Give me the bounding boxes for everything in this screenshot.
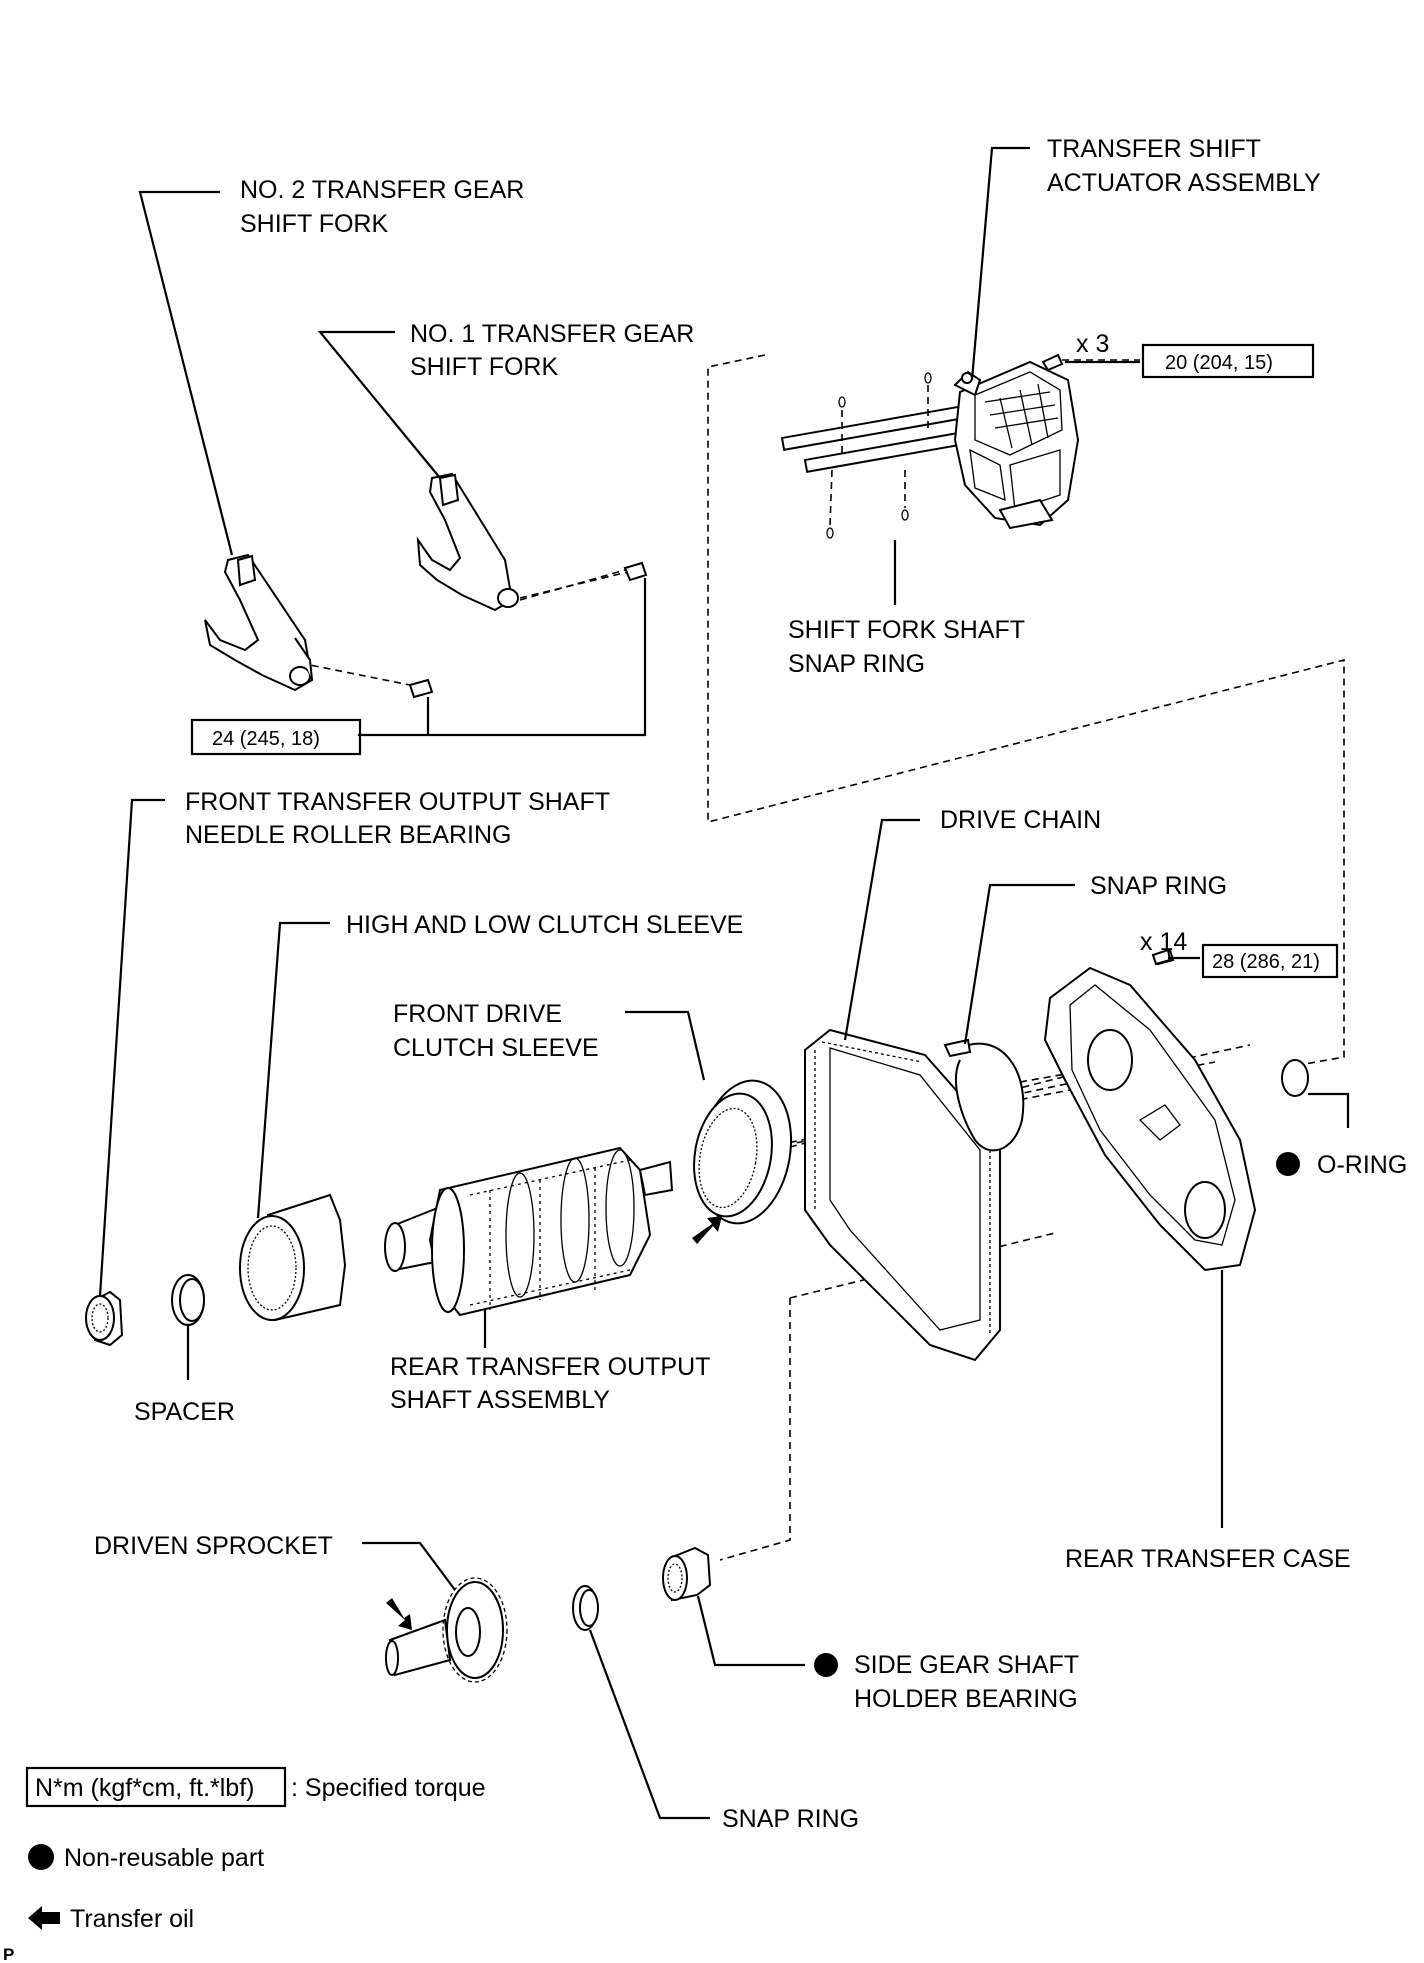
rear-transfer-case-part	[1043, 948, 1257, 1272]
side-gear-shaft-holder-bearing-part	[662, 1546, 712, 1602]
legend-non-reusable-icon	[28, 1844, 54, 1870]
legend-transfer-oil-icon	[28, 1906, 60, 1930]
label-no1-fork-2: SHIFT FORK	[410, 353, 558, 381]
label-front-drive-sleeve-1: FRONT DRIVE	[393, 1000, 562, 1028]
no1-transfer-gear-shift-fork	[416, 472, 519, 612]
label-shift-fork-snap-ring-2: SNAP RING	[788, 650, 925, 678]
label-shift-fork-snap-ring-1: SHIFT FORK SHAFT	[788, 616, 1025, 644]
label-high-low-sleeve: HIGH AND LOW CLUTCH SLEEVE	[346, 911, 743, 939]
label-transfer-shift-actuator-2: ACTUATOR ASSEMBLY	[1047, 169, 1321, 197]
label-rear-output-shaft-2: SHAFT ASSEMBLY	[390, 1386, 610, 1414]
spacer-part	[171, 1274, 205, 1326]
label-no1-fork-1: NO. 1 TRANSFER GEAR	[410, 320, 694, 348]
snap-ring-bottom-part	[572, 1585, 599, 1631]
front-output-needle-bearing-part	[85, 1290, 124, 1347]
label-rear-transfer-case: REAR TRANSFER CASE	[1065, 1545, 1351, 1573]
snap-ring-top-part	[943, 1038, 1025, 1152]
legend-transfer-oil-text: Transfer oil	[70, 1905, 194, 1933]
label-snap-ring-bottom: SNAP RING	[722, 1805, 859, 1833]
label-transfer-shift-actuator-1: TRANSFER SHIFT	[1047, 135, 1261, 163]
torque-specs: x 3 20 (204, 15) 24 (245, 18) x 14 28 (2…	[190, 330, 1339, 979]
high-and-low-clutch-sleeve-part	[239, 1193, 347, 1322]
legend-non-reusable-text: Non-reusable part	[64, 1844, 264, 1872]
label-no2-fork-1: NO. 2 TRANSFER GEAR	[240, 176, 524, 204]
label-spacer: SPACER	[134, 1398, 235, 1426]
drive-chain	[804, 1028, 1001, 1362]
legend-torque-desc: : Specified torque	[291, 1774, 486, 1802]
label-rear-output-shaft-1: REAR TRANSFER OUTPUT	[390, 1353, 710, 1381]
front-drive-clutch-sleeve-part	[692, 1079, 793, 1244]
label-front-output-bearing-2: NEEDLE ROLLER BEARING	[185, 821, 512, 849]
fork-bolts	[358, 561, 648, 737]
legend: N*m (kgf*cm, ft.*lbf) : Specified torque…	[3, 1766, 486, 1963]
label-driven-sprocket: DRIVEN SPROCKET	[94, 1532, 333, 1560]
legend-torque-box-text: N*m (kgf*cm, ft.*lbf)	[35, 1774, 254, 1802]
torque-case-qty: x 14	[1140, 928, 1187, 956]
torque-actuator-value: 20 (204, 15)	[1165, 352, 1273, 374]
part-labels: TRANSFER SHIFT ACTUATOR ASSEMBLY NO. 2 T…	[94, 135, 1407, 1833]
case-bolt	[1151, 948, 1172, 966]
label-front-output-bearing-1: FRONT TRANSFER OUTPUT SHAFT	[185, 788, 610, 816]
label-drive-chain: DRIVE CHAIN	[940, 806, 1101, 834]
no2-transfer-gear-shift-fork	[204, 553, 314, 692]
driven-sprocket-part	[385, 1577, 508, 1683]
leader-lines	[98, 146, 1350, 1820]
torque-case-value: 28 (286, 21)	[1212, 951, 1320, 973]
label-side-gear-bearing-2: HOLDER BEARING	[854, 1685, 1078, 1713]
torque-fork-value: 24 (245, 18)	[212, 728, 320, 750]
non-reusable-mark-o-ring	[1276, 1152, 1300, 1176]
transfer-shift-actuator-assembly	[780, 353, 1140, 539]
o-ring-part	[1281, 1059, 1309, 1097]
torque-actuator-qty: x 3	[1076, 330, 1109, 358]
label-o-ring: O-RING	[1317, 1151, 1407, 1179]
corner-mark: P	[3, 1945, 14, 1963]
rear-transfer-output-shaft-part	[384, 1146, 674, 1317]
label-snap-ring-top: SNAP RING	[1090, 872, 1227, 900]
non-reusable-mark-side-bearing	[814, 1653, 838, 1677]
label-no2-fork-2: SHIFT FORK	[240, 210, 388, 238]
label-side-gear-bearing-1: SIDE GEAR SHAFT	[854, 1651, 1079, 1679]
label-front-drive-sleeve-2: CLUTCH SLEEVE	[393, 1034, 599, 1062]
